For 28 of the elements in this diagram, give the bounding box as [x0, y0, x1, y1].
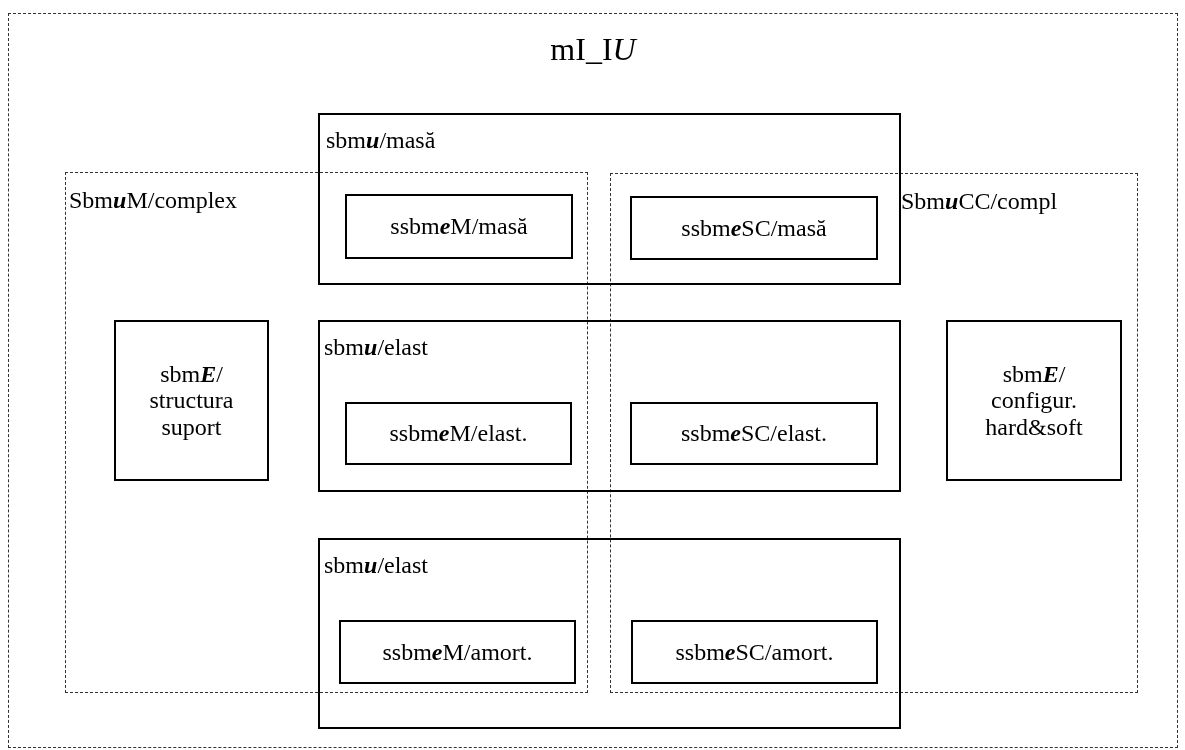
subsystem-box	[345, 402, 572, 465]
group-box	[318, 538, 901, 729]
box-label: ssbmeM/masă	[390, 213, 528, 240]
group-heading: mI_IU	[550, 32, 636, 68]
subsystem-box	[631, 620, 878, 684]
box-label: ssbmeSC/amort.	[675, 638, 834, 666]
subsystem-box	[946, 320, 1122, 481]
box-label: ssbmeM/amort.	[382, 638, 533, 666]
subsystem-box	[345, 194, 573, 259]
frame-box	[610, 173, 1138, 693]
box-label: ssbmeSC/elast.	[681, 420, 827, 447]
box-label: ssbmeM/elast.	[389, 420, 528, 447]
subsystem-box	[339, 620, 576, 684]
subsystem-box	[114, 320, 269, 481]
group-heading: sbmu/elast	[324, 552, 429, 579]
group-heading: sbmu/elast	[324, 334, 429, 361]
group-box	[318, 320, 901, 492]
group-box	[318, 113, 901, 285]
group-heading: sbmu/masă	[326, 127, 436, 154]
box-label: sbmE/ structura suport	[148, 360, 235, 441]
group-heading: SbmuCC/compl	[901, 188, 1058, 215]
box-label: ssbmeSC/masă	[681, 214, 827, 242]
box-label: sbmE/ configur. hard&soft	[984, 360, 1084, 441]
group-heading: SbmuM/complex	[69, 187, 238, 214]
frame-box	[8, 13, 1178, 748]
frame-box	[65, 172, 588, 693]
subsystem-box	[630, 402, 878, 465]
subsystem-box	[630, 196, 878, 260]
